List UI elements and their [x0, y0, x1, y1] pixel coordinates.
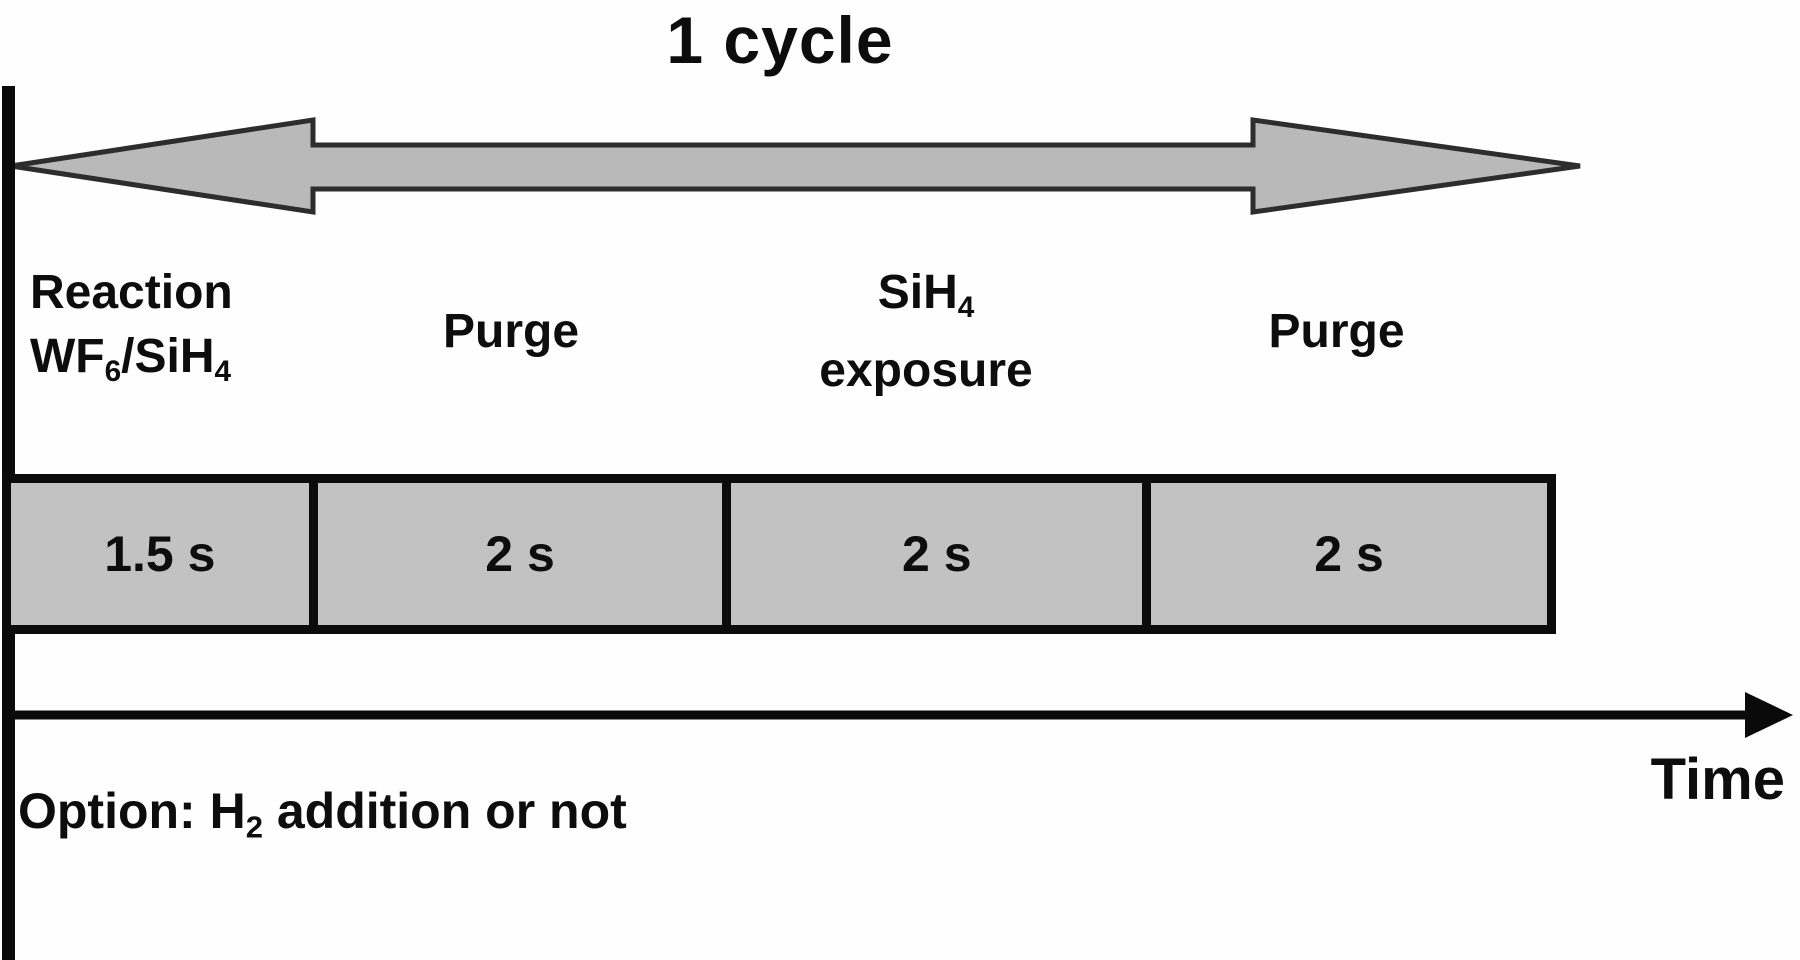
- double-arrow-shape: [10, 117, 1581, 215]
- text-segment: Reaction: [30, 265, 233, 319]
- phase-label-line: SiH4: [878, 261, 975, 340]
- time-axis-label: Time: [1650, 747, 1785, 812]
- subscript-text: 6: [104, 354, 122, 388]
- time-axis: [4, 692, 1793, 738]
- duration-value: 2 s: [902, 526, 972, 582]
- text-segment: addition or not: [262, 783, 627, 839]
- text-segment: Option: H: [18, 783, 246, 839]
- subscript-text: 4: [957, 290, 975, 324]
- duration-box-sih4-exposure: 2 s: [731, 483, 1152, 625]
- text-segment: exposure: [819, 344, 1033, 398]
- subscript-text: 4: [214, 354, 232, 388]
- footnote: Option: H2 addition or not: [18, 782, 627, 845]
- subscript-text: 2: [245, 809, 263, 845]
- duration-value: 2 s: [1314, 526, 1384, 582]
- duration-value: 1.5 s: [104, 526, 216, 582]
- cycle-title: 1 cycle: [666, 3, 894, 77]
- phase-label-line: WF6/SiH4: [30, 325, 231, 404]
- text-segment: /SiH: [121, 329, 215, 383]
- phase-label-line: Purge: [443, 300, 579, 364]
- cycle-span-double-arrow-icon: [10, 117, 1581, 215]
- text-segment: Purge: [442, 305, 580, 358]
- phase-label-purge-2: Purge: [1135, 252, 1538, 412]
- duration-box-purge-1: 2 s: [317, 483, 732, 625]
- text-segment: WF: [30, 329, 105, 383]
- phase-label-purge-1: Purge: [305, 252, 717, 412]
- duration-box-reaction-wf6-sih4: 1.5 s: [11, 483, 318, 625]
- duration-boxes-row: 1.5 s 2 s 2 s 2 s: [2, 474, 1556, 634]
- phase-label-line: exposure: [819, 339, 1032, 403]
- text-segment: SiH: [877, 265, 958, 319]
- duration-value: 2 s: [485, 526, 555, 582]
- time-axis-arrowhead-icon: [1745, 692, 1793, 738]
- phase-label-line: Purge: [1268, 300, 1404, 364]
- text-segment: Purge: [1268, 305, 1405, 358]
- duration-box-purge-2: 2 s: [1151, 483, 1548, 625]
- phase-label-line: Reaction: [30, 261, 233, 325]
